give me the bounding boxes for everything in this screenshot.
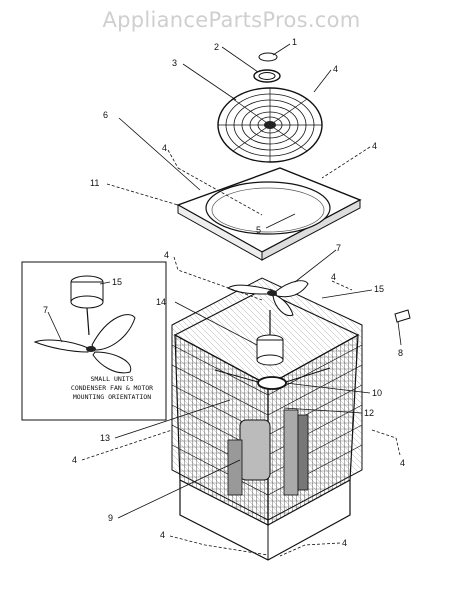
part-cabinet [171, 277, 363, 561]
callout-4-cage-left: 4 [164, 250, 169, 260]
callout-4-base-right: 4 [342, 538, 347, 548]
callout-4-lower-right: 4 [400, 458, 405, 468]
part-fan-guard [217, 87, 323, 163]
callout-6: 6 [103, 110, 108, 120]
inset-note-line-3: MOUNTING ORIENTATION [73, 393, 151, 401]
callout-7-inset: 7 [43, 305, 48, 315]
inset-note-line-2: CONDENSER FAN & MOTOR [71, 384, 153, 392]
callout-14: 14 [156, 297, 166, 307]
callout-15-inset: 15 [112, 277, 122, 287]
part-fan-motor [256, 310, 284, 366]
watermark: AppliancePartsPros.com [102, 8, 361, 32]
inset-small-units: SMALL UNITS CONDENSER FAN & MOTOR MOUNTI… [21, 261, 167, 421]
callout-4-base-left: 4 [160, 530, 165, 540]
callout-2: 2 [214, 42, 219, 52]
leader-lines [47, 43, 402, 557]
inset-note-line-1: SMALL UNITS [90, 375, 133, 383]
callout-4-panel-left: 4 [162, 143, 167, 153]
callout-8: 8 [398, 348, 403, 358]
part-ring [253, 69, 281, 83]
callout-10: 10 [372, 388, 382, 398]
callout-labels: 1 2 3 4 6 4 4 11 5 7 4 4 15 15 14 7 8 10… [43, 37, 405, 548]
callout-9: 9 [108, 513, 113, 523]
callout-12: 12 [364, 408, 374, 418]
callout-15-main: 15 [374, 284, 384, 294]
callout-4-guard: 4 [333, 64, 338, 74]
part-cap [258, 52, 278, 62]
callout-3: 3 [172, 58, 177, 68]
callout-4-cage-right: 4 [331, 272, 336, 282]
part-label-plate [394, 309, 411, 323]
callout-1: 1 [292, 37, 297, 47]
part-top-panel [176, 167, 362, 261]
callout-7-main: 7 [336, 243, 341, 253]
callout-5: 5 [256, 225, 261, 235]
callout-4-panel-right: 4 [372, 141, 377, 151]
callout-11: 11 [90, 178, 99, 188]
callout-13: 13 [100, 433, 110, 443]
callout-4-lower-left: 4 [72, 455, 77, 465]
